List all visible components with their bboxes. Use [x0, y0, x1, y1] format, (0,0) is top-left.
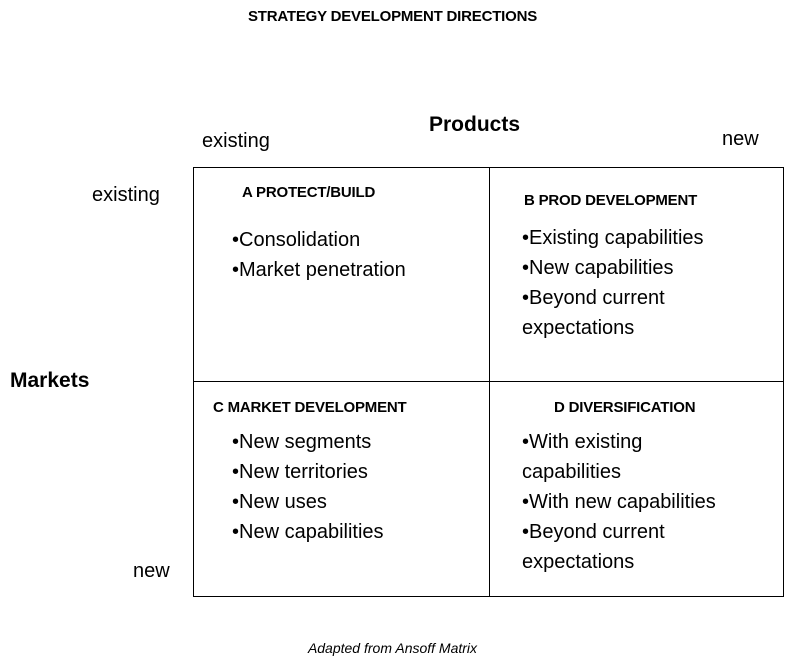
list-item: New uses — [232, 487, 384, 517]
horizontal-divider — [194, 381, 783, 382]
products-new-label: new — [722, 128, 759, 150]
list-item: Existing capabilities — [522, 223, 704, 253]
vertical-divider — [489, 168, 490, 596]
markets-new-label: new — [133, 560, 170, 582]
list-item: capabilities — [522, 461, 621, 483]
quadrant-d-title: D DIVERSIFICATION — [554, 399, 696, 416]
products-existing-label: existing — [202, 130, 270, 152]
list-item: Beyond current — [522, 517, 716, 547]
list-item: With new capabilities — [522, 487, 716, 517]
quadrant-b-title: B PROD DEVELOPMENT — [524, 192, 698, 209]
list-item: New territories — [232, 457, 384, 487]
list-item: Consolidation — [232, 225, 406, 255]
list-item: New capabilities — [232, 517, 384, 547]
list-item: expectations — [522, 317, 635, 339]
markets-axis-label: Markets — [10, 369, 90, 392]
quadrant-c-list: New segments New territories New uses Ne… — [232, 427, 384, 547]
diagram-title: STRATEGY DEVELOPMENT DIRECTIONS — [247, 8, 538, 25]
source-caption: Adapted from Ansoff Matrix — [307, 640, 478, 656]
list-item: expectations — [522, 551, 635, 573]
list-item: New capabilities — [522, 253, 704, 283]
list-item: Market penetration — [232, 255, 406, 285]
quadrant-a-title: A PROTECT/BUILD — [242, 184, 376, 201]
quadrant-b-list: Existing capabilities New capabilities B… — [522, 223, 704, 343]
quadrant-c-title: C MARKET DEVELOPMENT — [213, 399, 407, 416]
quadrant-a-list: Consolidation Market penetration — [232, 225, 406, 285]
ansoff-matrix: A PROTECT/BUILD Consolidation Market pen… — [193, 167, 784, 597]
list-item: New segments — [232, 427, 384, 457]
quadrant-d-list: With existing capabilities With new capa… — [522, 427, 716, 577]
products-axis-label: Products — [429, 113, 521, 136]
markets-existing-label: existing — [92, 184, 160, 206]
list-item: With existing — [522, 427, 716, 457]
list-item: Beyond current — [522, 283, 704, 313]
